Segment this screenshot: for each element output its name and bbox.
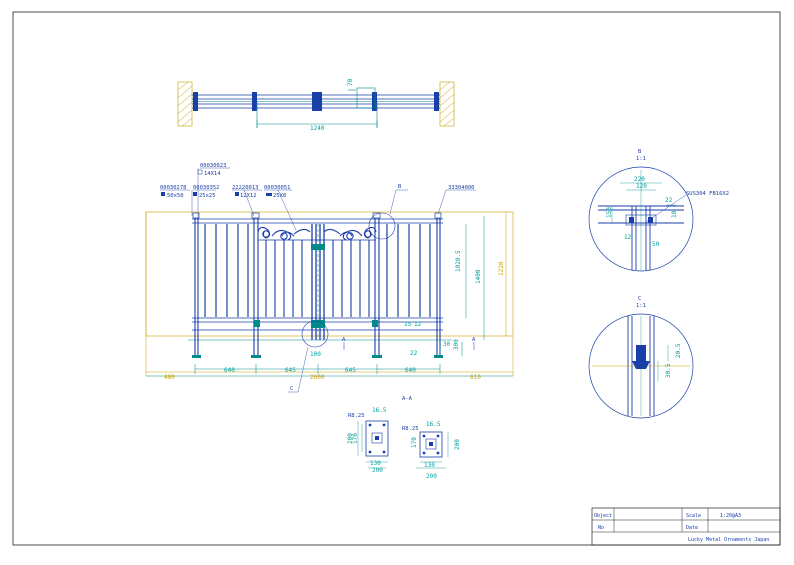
title-block: Object No Scale 1:20@A3 Date Lucky Metal…: [591, 507, 781, 546]
part-label-3-code: 00030352: [193, 185, 220, 191]
part-label-5-size: 25X8: [273, 193, 286, 199]
detail-b: B 1:1 SUS304 FB16X2 220 120 150 22 10 50: [588, 149, 729, 272]
aa-left-h2: 170: [352, 433, 359, 444]
plan-dim-small: 70: [347, 78, 354, 86]
callout-c-letter: C: [290, 386, 293, 392]
aa-left-w1: 130: [370, 460, 381, 467]
tb-object-label: Object: [594, 513, 612, 519]
callout-b-letter: B: [398, 184, 402, 190]
tb-scale-label: Scale: [686, 513, 701, 519]
detail-b-220: 220: [634, 176, 645, 183]
tb-date-label: Date: [686, 525, 698, 531]
dim-height-1: 1020.5: [455, 250, 462, 272]
callout-circle-b: [368, 212, 396, 240]
detail-b-50: 50: [652, 241, 660, 248]
detail-c-letter: C: [638, 296, 641, 302]
detail-b-12: 12: [624, 234, 632, 241]
dim-seg-3: 645: [345, 367, 356, 374]
aa-right-h1: 170: [411, 437, 418, 448]
detail-c-dim-2: 30.5: [665, 363, 672, 378]
detail-b-22: 22: [665, 197, 673, 204]
aa-left-h1: 200: [347, 433, 354, 444]
dim-seg-4: 640: [405, 367, 416, 374]
dim-15: 15: [404, 321, 412, 328]
part-label-2-size: 50x50: [167, 193, 184, 199]
aa-right-top: 16.5: [426, 421, 441, 428]
dim-left-margin: 480: [164, 374, 175, 381]
part-label-1-size: 14X14: [204, 171, 221, 177]
tb-no-label: No: [598, 525, 604, 531]
aa-right-h2: 200: [454, 439, 461, 450]
tb-company: Lucky Metal Ornaments Japan: [688, 537, 769, 543]
detail-b-scale: 1:1: [636, 156, 646, 162]
dim-seg-2: 645: [285, 367, 296, 374]
section-mark-right: A: [472, 337, 476, 343]
dim-12: 12: [414, 321, 422, 328]
plan-dim-width: 1240: [310, 125, 325, 132]
dim-seg-1: 640: [224, 367, 235, 374]
part-label-4-size: 12X12: [240, 193, 257, 199]
plan-view: 1240 70: [177, 78, 455, 132]
aa-left-radius: R8.25: [348, 413, 365, 419]
dim-22: 22: [410, 350, 418, 357]
sheet-border: [12, 11, 781, 546]
aa-right-w2: 200: [426, 473, 437, 480]
aa-left-top: 16.5: [372, 407, 387, 414]
detail-b-150: 150: [606, 207, 613, 218]
detail-c-dim-1: 20.5: [675, 343, 682, 358]
dim-100: 100: [310, 351, 321, 358]
dim-height-2: 1400: [475, 269, 482, 284]
detail-b-note: SUS304 FB16X2: [686, 191, 729, 197]
part-label-4-code: 22220013: [232, 185, 259, 191]
elevation-outline: [145, 211, 514, 337]
dim-height-3: 1220: [498, 261, 505, 276]
dim-total: 2600: [310, 374, 325, 381]
front-elevation: B C A A 00030023 14X14 00030278: [145, 163, 514, 393]
dim-30: 30: [443, 341, 451, 348]
part-label-6-code: 33304000: [448, 185, 475, 191]
aa-right-radius: R8.25: [402, 426, 419, 432]
callout-circle-c: [301, 320, 329, 348]
detail-c: C 1:1 20.5 30.5: [588, 296, 694, 419]
dim-right-margin: 610: [470, 374, 481, 381]
part-label-1-code: 00030023: [200, 163, 227, 169]
dim-300: 300: [453, 339, 460, 350]
detail-c-scale: 1:1: [636, 303, 646, 309]
section-aa: A-A R8.25 16.5 200 170 130 200 R8.25 1: [347, 396, 461, 480]
part-label-5-code: 00030051: [264, 185, 291, 191]
detail-b-letter: B: [638, 149, 642, 155]
section-aa-title: A-A: [402, 396, 413, 402]
part-label-2-code: 00030278: [160, 185, 187, 191]
part-label-3-size: 25x25: [199, 193, 216, 199]
detail-b-10: 10: [671, 210, 678, 218]
section-mark-left: A: [342, 337, 346, 343]
tb-scale-value: 1:20@A3: [720, 513, 741, 519]
detail-b-120: 120: [636, 183, 647, 190]
aa-left-w2: 200: [372, 467, 383, 474]
aa-right-w1: 130: [424, 462, 435, 469]
